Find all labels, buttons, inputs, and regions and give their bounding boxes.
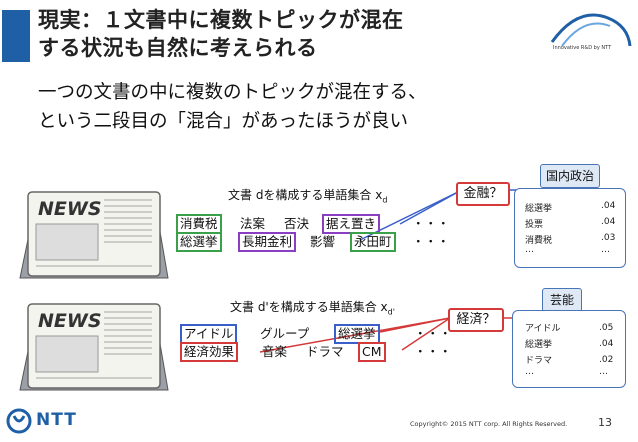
doc1-word-2: 法案 [240,216,266,231]
topic-entertainment-word-3: ドラマ [525,356,553,366]
doc2-word-2: グループ [260,326,310,341]
doc1-word-8: 永田町 [350,232,396,252]
doc2-word-1: アイドル [180,324,238,344]
doc1-ellipsis-2: ・・・ [412,234,450,249]
newspaper-title-doc2: NEWS [38,310,102,332]
copyright-text: Copyright© 2015 NTT corp. All Rights Res… [410,420,568,428]
doc1-topic-callout: 金融？ [456,182,510,206]
doc2-ellipsis-2: ・・・ [414,344,452,359]
doc1-set-sub: d [382,195,388,205]
title-accent-bar [2,10,30,62]
doc1-word-4: 据え置き [322,214,381,234]
topic-politics-word-2: 投票 [525,220,544,230]
slide-title-line2: する状況も自然に考えられる [38,36,318,60]
doc2-word-5: 音楽 [262,344,288,359]
doc2-set-sub: d' [387,307,395,317]
topic-politics-title: 国内政治 [540,164,600,188]
topic-politics-prob-1: .04 [601,201,616,211]
doc2-topic-callout: 経済？ [448,308,504,332]
doc2-ellipsis-1: ・・・ [414,326,452,341]
slide-title: 現実：１文書中に複数トピックが混在 する状況も自然に考えられる [38,6,404,62]
ntt-mark-icon [6,408,32,434]
subtitle-line2: という二段目の「混合」があったほうが良い [38,111,409,132]
doc2-set-label-text: 文書 d'を構成する単語集合 x [230,300,388,314]
topic-politics-word-3: 消費税 [525,236,553,246]
doc1-word-5: 総選挙 [176,232,222,252]
topic-politics-word-4: … [525,245,534,255]
doc1-set-label: 文書 dを構成する単語集合 xd [228,186,387,204]
doc2-word-7: CM [358,342,386,362]
doc2-word-3: 総選挙 [334,324,380,344]
logo-tagline: Innovative R&D by NTT [553,45,612,51]
doc1-word-6: 長期金利 [238,232,297,252]
newspaper-title-doc1: NEWS [38,198,102,220]
slide-title-line1: 現実：１文書中に複数トピックが混在 [38,8,404,32]
topic-politics-prob-4: … [601,245,610,255]
topic-entertainment-word-2: 総選挙 [525,340,553,350]
doc1-word-1: 消費税 [176,214,222,234]
ntt-logo-text: NTT [36,410,77,430]
ntt-logo-icon [6,408,32,434]
subtitle-line1: 一つの文書の中に複数のトピックが混在する、 [38,82,427,103]
newspaper-icon-doc1 [18,190,170,286]
doc1-ellipsis-1: ・・・ [412,216,450,231]
topic-politics-box: 総選挙 .04 投票 .04 消費税 .03 … … [514,188,626,268]
doc1-word-7: 影響 [310,234,336,249]
slide-subtitle: 一つの文書の中に複数のトピックが混在する、 という二段目の「混合」があったほうが… [38,78,427,136]
topic-entertainment-prob-1: .05 [599,323,614,333]
topic-politics-word-1: 総選挙 [525,204,553,214]
page-number: 13 [598,416,612,429]
logo-graphic-icon [550,13,632,47]
doc2-word-6: ドラマ [306,344,344,359]
topic-entertainment-word-4: … [525,367,534,377]
doc2-set-label: 文書 d'を構成する単語集合 xd' [230,298,395,316]
doc1-word-3: 否決 [284,216,310,231]
doc2-word-4: 経済効果 [180,342,239,362]
topic-politics-prob-3: .03 [601,233,616,243]
doc1-set-label-text: 文書 dを構成する単語集合 x [228,188,383,202]
newspaper-icon [19,303,169,391]
newspaper-icon [19,191,169,279]
topic-entertainment-prob-4: … [599,367,608,377]
topic-politics-prob-2: .04 [601,217,616,227]
topic-entertainment-prob-2: .04 [599,339,614,349]
topic-entertainment-word-1: アイドル [525,324,561,334]
topic-entertainment-title: 芸能 [542,288,582,312]
topic-entertainment-box: アイドル .05 総選挙 .04 ドラマ .02 … … [512,310,626,388]
ntt-rd-logo [548,6,632,60]
newspaper-icon-doc2 [18,302,170,398]
topic-entertainment-prob-3: .02 [599,355,614,365]
